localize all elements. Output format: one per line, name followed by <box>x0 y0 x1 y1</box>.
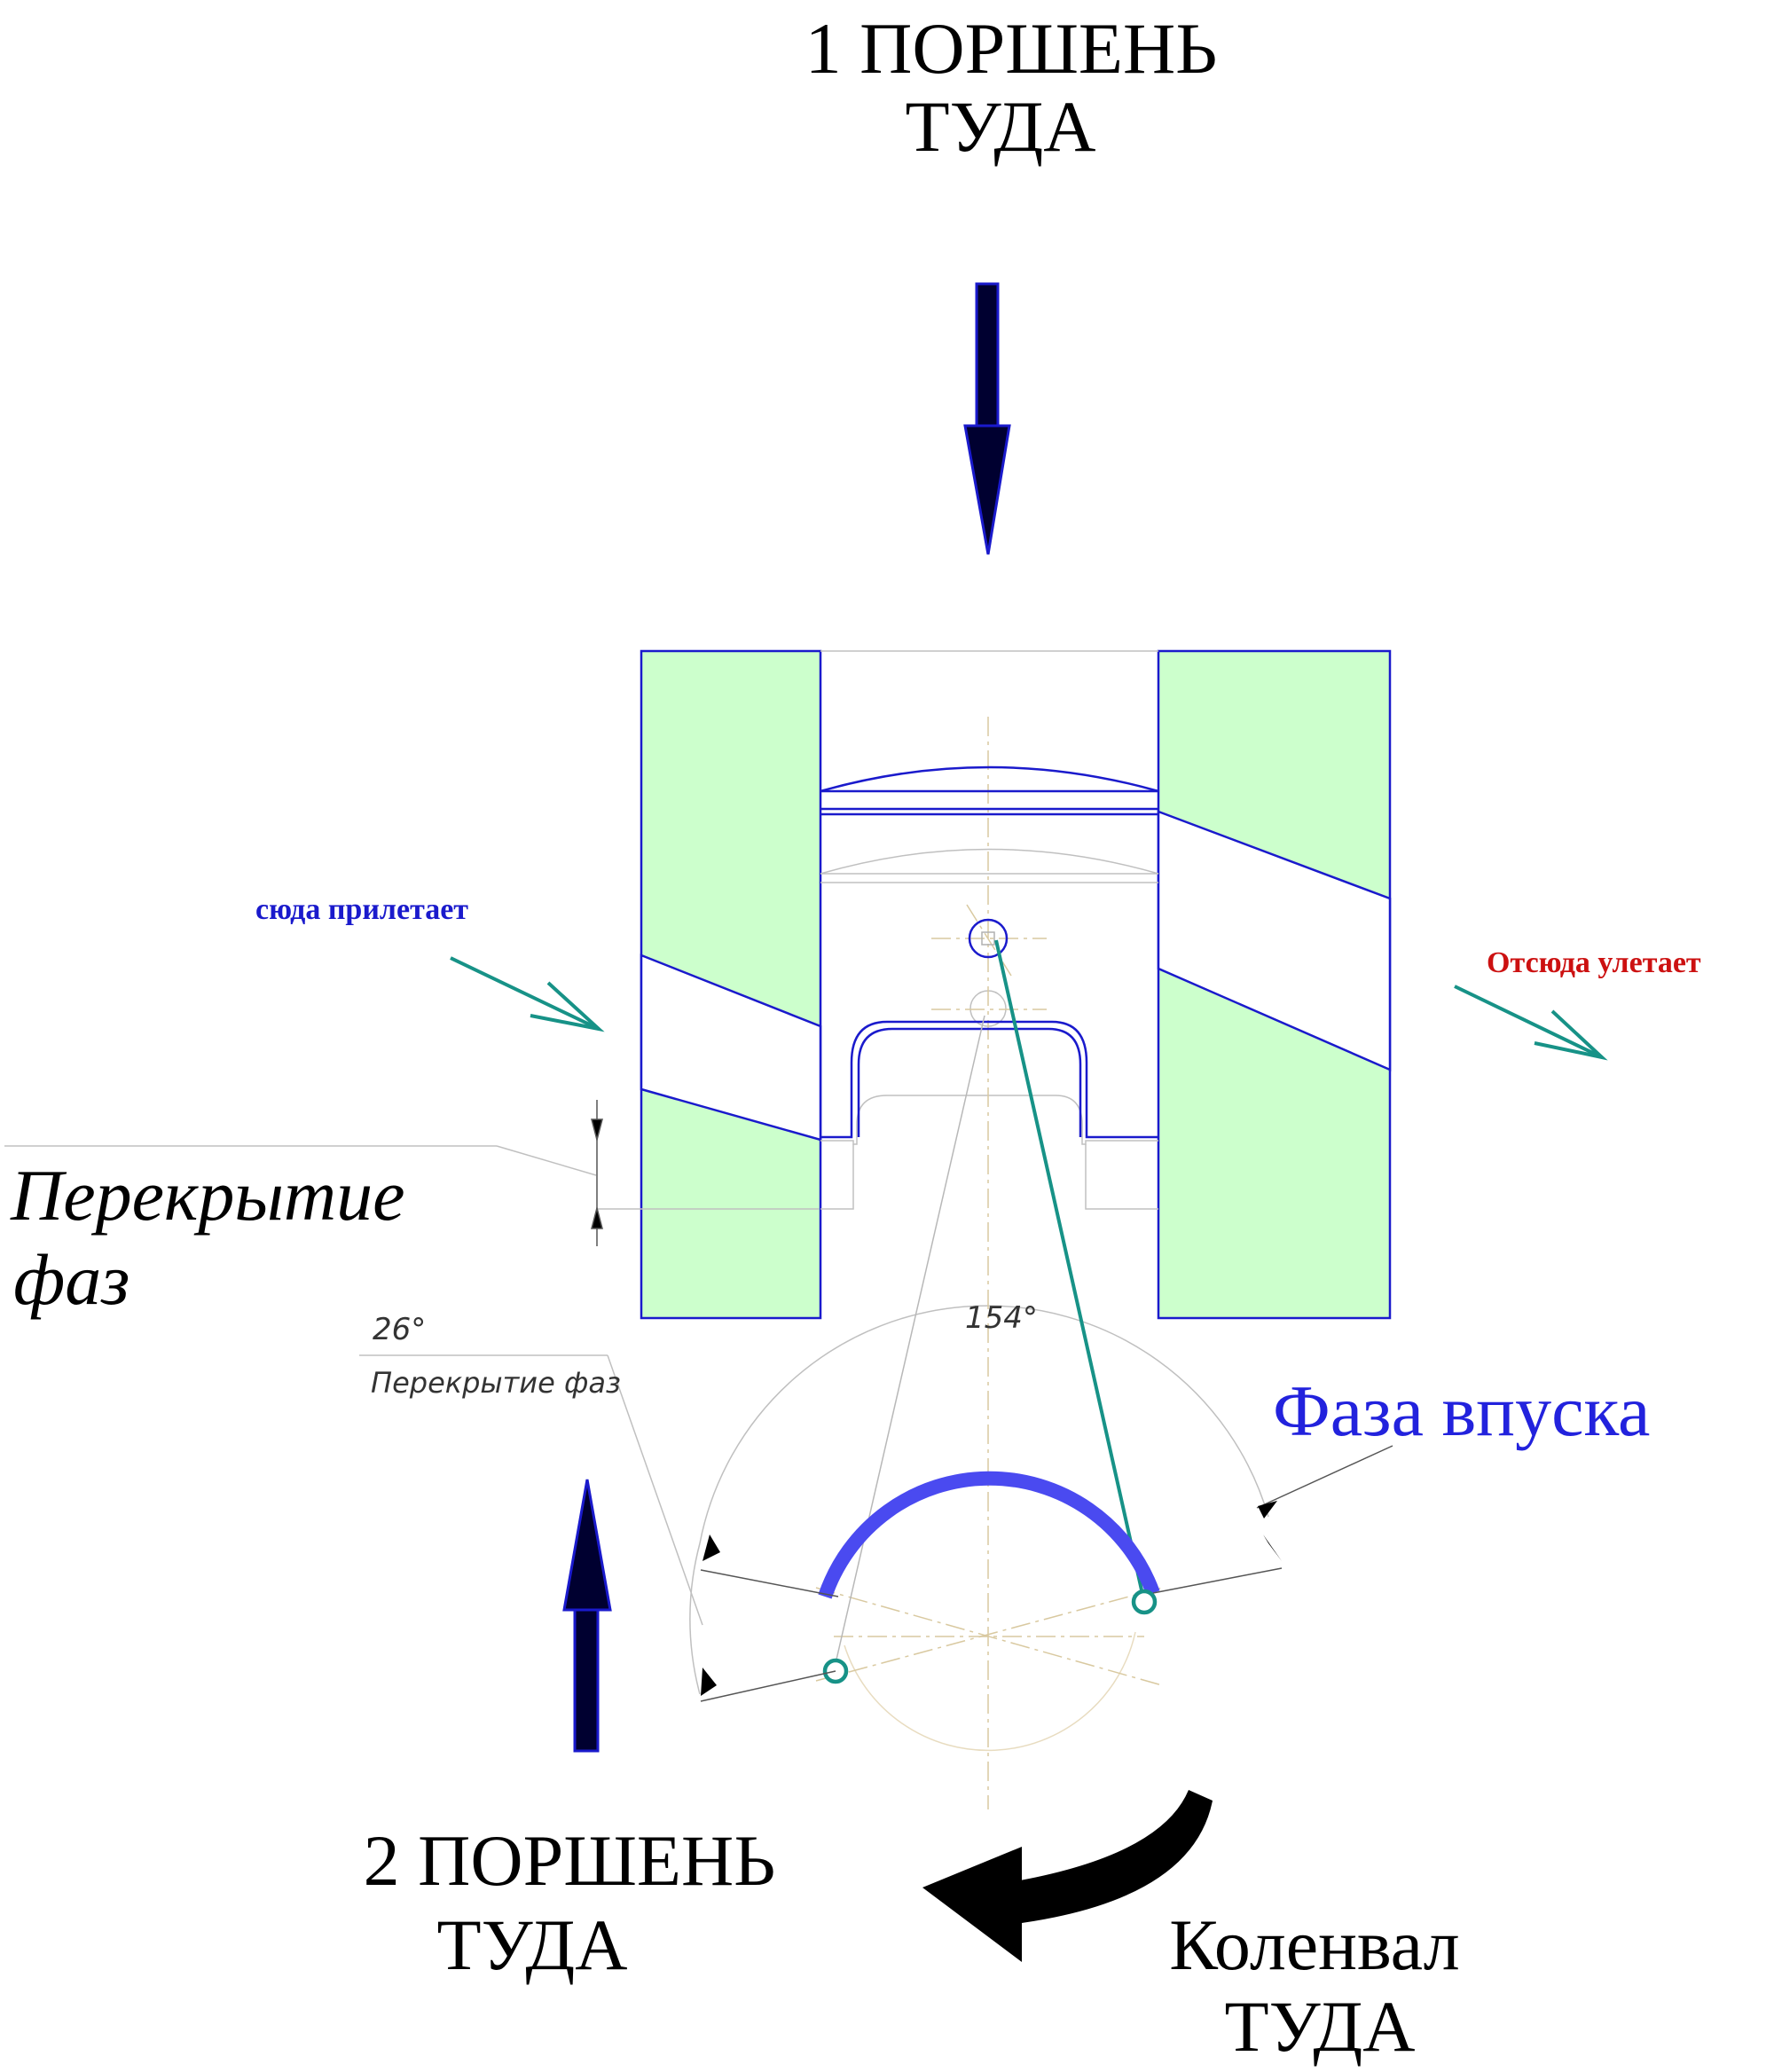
piston1-label-line1: 1 ПОРШЕНЬ <box>805 8 1218 89</box>
piston <box>820 765 1159 1139</box>
overlap-small-label: Перекрытие фаз <box>371 1366 621 1400</box>
dimension-arrowheads <box>701 1501 1282 1696</box>
overlap-big-label-line2: фаз <box>13 1239 130 1320</box>
piston1-label-line2: ТУДА <box>905 86 1095 167</box>
crankshaft-label-line2: ТУДА <box>1224 1986 1415 2067</box>
inlet-flow-arrow <box>450 956 605 1032</box>
intake-phase-arc <box>818 1471 1160 1599</box>
crankshaft-label-line1: Коленвал <box>1169 1904 1459 1985</box>
angle-intake-label: 154° <box>965 1300 1038 1336</box>
outlet-label: Отсюда улетает <box>1487 946 1701 979</box>
arrow-down-icon <box>963 282 1011 555</box>
overlap-big-label-line1: Перекрытие <box>10 1155 405 1236</box>
connecting-rods <box>833 939 1146 1672</box>
labels: 1 ПОРШЕНЬ ТУДА сюда прилетает Отсюда уле… <box>10 8 1701 2067</box>
centerlines <box>815 717 1163 1809</box>
inlet-label: сюда прилетает <box>255 893 468 926</box>
curved-arrow-icon <box>922 1790 1213 1962</box>
cylinder-right-wall <box>1157 649 1392 1320</box>
crank-pin-current <box>1131 1589 1158 1615</box>
cylinder-left-wall <box>640 649 822 1320</box>
piston2-label-line2: ТУДА <box>436 1904 627 1985</box>
outlet-flow-arrow <box>1454 985 1608 1061</box>
angle-overlap-label: 26° <box>373 1312 426 1347</box>
construction-lines <box>4 650 1269 1752</box>
arrow-up-icon <box>562 1479 612 1753</box>
intake-phase-label: Фаза впуска <box>1273 1370 1650 1451</box>
overlap-dimension <box>591 1100 603 1246</box>
angle-dimension-lines <box>700 1445 1393 1702</box>
piston2-label-line1: 2 ПОРШЕНЬ <box>364 1820 776 1901</box>
